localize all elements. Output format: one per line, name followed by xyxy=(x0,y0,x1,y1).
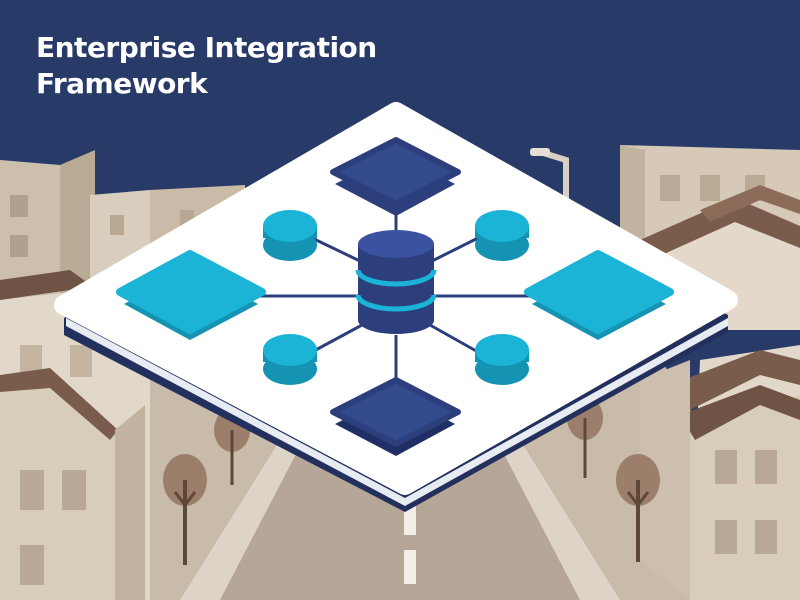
database-hub-icon xyxy=(355,230,437,334)
top-square-node xyxy=(330,137,461,216)
buildings-left-front xyxy=(0,270,160,600)
upper-left-circle-node xyxy=(263,210,317,261)
upper-right-circle-node xyxy=(475,210,529,261)
page-title: Enterprise Integration Framework xyxy=(36,31,377,100)
tree xyxy=(163,454,207,565)
trees xyxy=(163,396,660,565)
lower-right-circle-node xyxy=(475,334,529,385)
buildings-right-front xyxy=(640,345,800,600)
tree xyxy=(616,454,660,562)
bottom-square-node xyxy=(330,377,461,456)
right-square-node xyxy=(524,250,674,340)
lower-left-circle-node xyxy=(263,334,317,385)
left-square-node xyxy=(116,250,266,340)
